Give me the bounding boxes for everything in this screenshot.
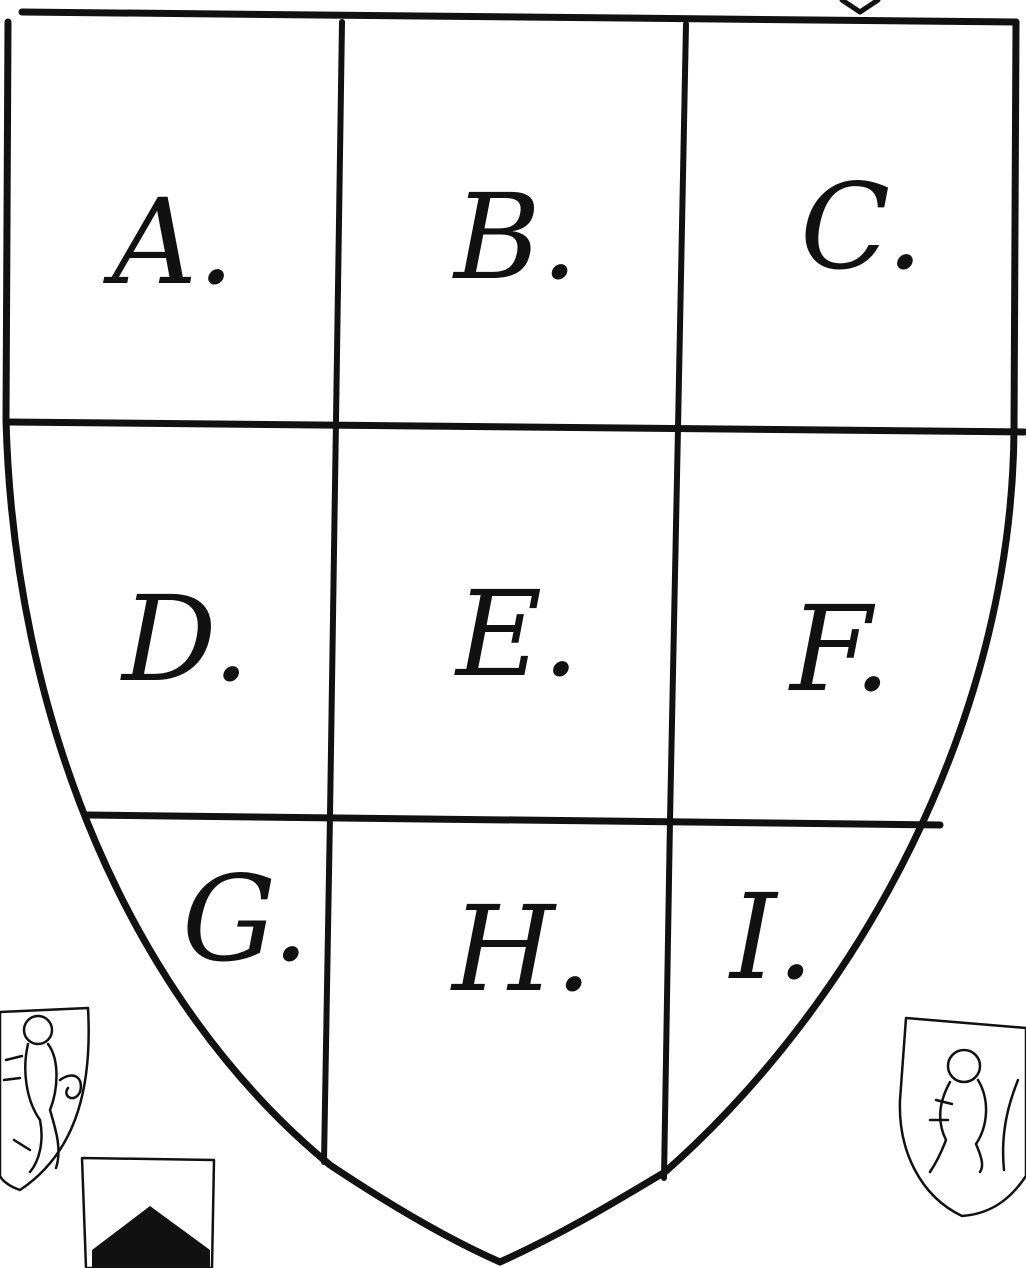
chevron-icon: [92, 1206, 210, 1268]
upper-horizontal-line: [8, 422, 1024, 432]
lion-rampant-icon: [4, 1016, 81, 1172]
shield-outline-left: [0, 1008, 89, 1190]
cell-label-h: H.: [450, 880, 592, 1018]
cell-letters: A. B. C. D. E. F. G. H. I.: [103, 158, 924, 1018]
lower-horizontal-line: [88, 815, 940, 825]
cell-label-b: B.: [452, 168, 578, 306]
small-shield-right: [900, 1018, 1026, 1216]
cell-label-d: D.: [120, 570, 250, 708]
cell-label-c: C.: [800, 158, 924, 296]
shield-top-edge: [22, 12, 1016, 22]
lion-rampant-icon: [930, 1050, 1018, 1172]
small-shield-left: [0, 1008, 89, 1190]
cell-label-g: G.: [182, 850, 310, 988]
cell-label-e: E.: [454, 565, 580, 703]
cell-label-i: I.: [728, 868, 814, 1006]
right-vertical-line: [664, 24, 686, 1178]
small-shield-bottom: [82, 1158, 214, 1268]
top-edge-mark: [842, 0, 878, 12]
left-vertical-line: [324, 22, 342, 1162]
cell-label-f: F.: [788, 580, 891, 718]
cell-label-a: A.: [103, 173, 235, 311]
